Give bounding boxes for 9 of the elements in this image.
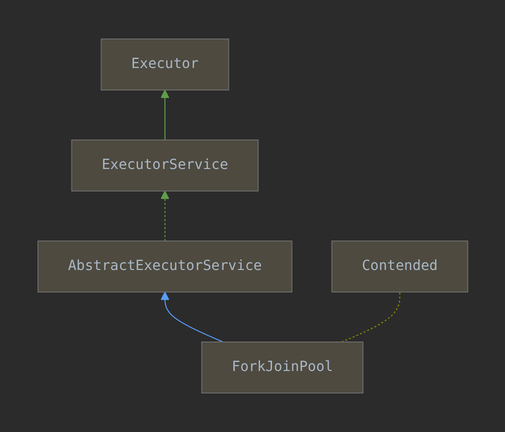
node-box: Executor bbox=[100, 38, 229, 90]
node-box: ExecutorService bbox=[70, 140, 258, 192]
arrow bbox=[160, 292, 224, 342]
arrow bbox=[160, 190, 169, 242]
arrow bbox=[160, 90, 169, 140]
node-box: AbstractExecutorService bbox=[37, 240, 292, 292]
node-box: ForkJoinPool bbox=[200, 342, 364, 394]
node-box: Contended bbox=[331, 240, 468, 292]
connector bbox=[340, 292, 400, 342]
